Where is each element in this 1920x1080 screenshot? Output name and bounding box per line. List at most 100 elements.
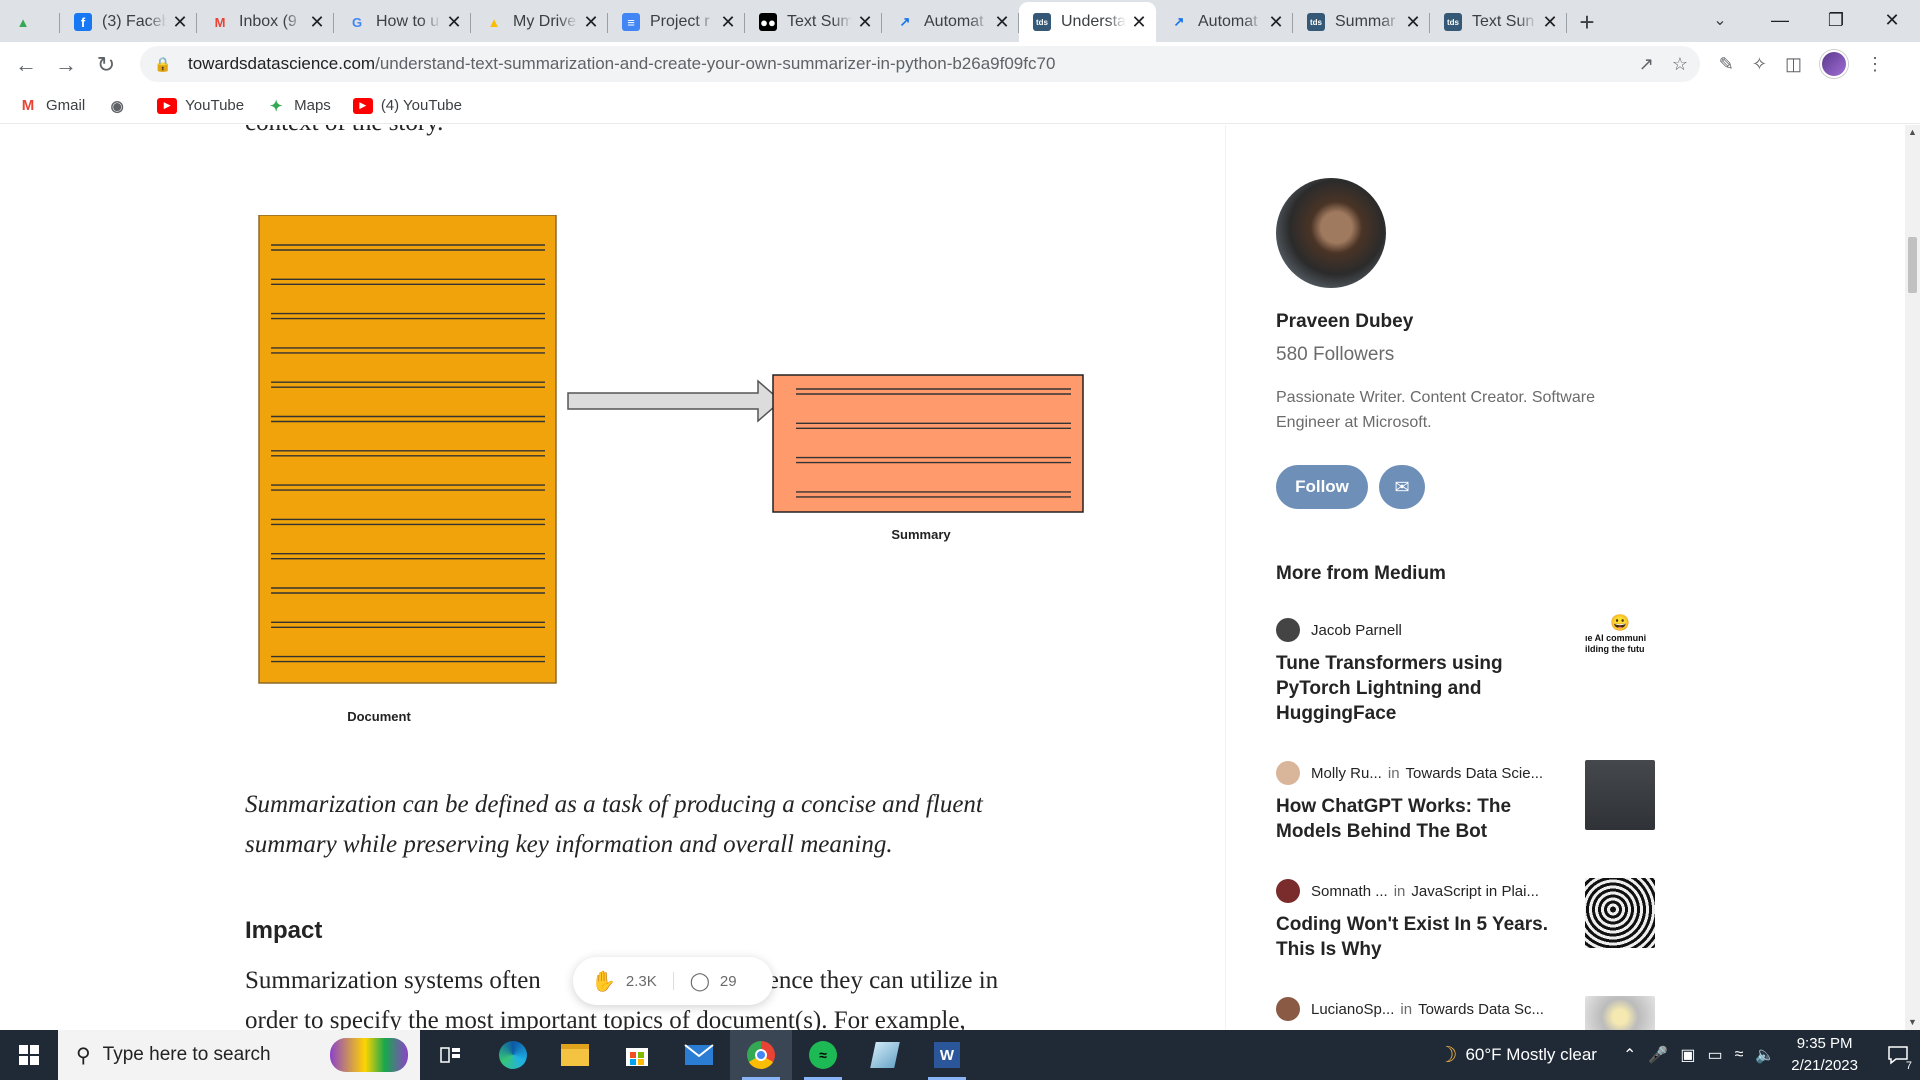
tab-title: Inbox (9 [239,13,297,30]
address-bar[interactable]: 🔒 towardsdatascience.com/understand-text… [140,46,1700,82]
bookmark-star-icon[interactable]: ☆ [1671,53,1688,74]
close-tab-icon[interactable]: ✕ [172,11,188,32]
notes-app-icon[interactable] [854,1030,916,1080]
browser-tab[interactable]: tds Summar ✕ [1293,4,1430,40]
back-icon[interactable]: ← [15,52,37,77]
restore-icon[interactable]: ❐ [1827,9,1845,30]
word-icon[interactable]: W [916,1030,978,1080]
scrollbar[interactable]: ▲ ▼ [1905,125,1920,1030]
close-tab-icon[interactable]: ✕ [1542,11,1558,32]
recommendation-card[interactable]: LucianoSp... in Towards Data Sc... [1276,996,1686,1030]
browser-tab[interactable]: f (3) Faceb ✕ [60,4,197,40]
rec-publication[interactable]: Towards Data Sc... [1418,1000,1544,1018]
close-tab-icon[interactable]: ✕ [857,11,873,32]
rec-author[interactable]: LucianoSp... [1311,1000,1395,1018]
chrome-icon[interactable] [730,1030,792,1080]
rec-thumbnail[interactable] [1585,878,1655,948]
microphone-icon[interactable]: 🎤 [1648,1047,1669,1064]
close-window-icon[interactable]: ✕ [1884,9,1900,30]
scroll-down-icon[interactable]: ▼ [1908,1017,1917,1027]
browser-tab[interactable]: M Inbox (9 ✕ [197,4,334,40]
rec-thumbnail[interactable] [1585,996,1655,1030]
rec-thumbnail[interactable]: 😀ıe AI communi ilding the futu [1585,613,1655,683]
menu-kebab-icon[interactable]: ⋮ [1866,53,1884,74]
scroll-up-icon[interactable]: ▲ [1908,127,1917,137]
close-tab-icon[interactable]: ✕ [583,11,599,32]
wifi-icon[interactable]: ≈ [1734,1046,1744,1063]
taskbar-search[interactable]: ⚲ Type here to search [58,1030,420,1080]
lock-icon[interactable]: 🔒 [154,55,172,72]
bookmark-item[interactable]: ▶ (4) YouTube [352,97,462,114]
spotify-icon[interactable]: ≈ [792,1030,854,1080]
google-docs-icon: ≡ [622,13,640,31]
document-block [258,215,557,684]
side-panel-icon[interactable]: ◫ [1784,53,1802,74]
rec-publication[interactable]: Towards Data Scie... [1405,764,1544,782]
bookmark-label: Gmail [46,97,86,114]
forward-icon[interactable]: → [55,52,77,77]
browser-tab[interactable]: tds Understa ✕ [1019,2,1156,42]
mail-icon[interactable] [668,1030,730,1080]
rec-author[interactable]: Jacob Parnell [1311,621,1402,639]
store-icon[interactable] [606,1030,668,1080]
comment-icon[interactable]: ◯ [689,970,710,991]
share-icon[interactable]: ↗ [1638,53,1654,74]
follow-button[interactable]: Follow [1276,465,1368,509]
bookmark-item[interactable]: ▶ YouTube [157,97,244,114]
browser-tab[interactable]: tds Text Sun ✕ [1430,4,1567,40]
author-followers[interactable]: 580 Followers [1276,344,1395,365]
close-tab-icon[interactable]: ✕ [720,11,736,32]
close-tab-icon[interactable]: ✕ [309,11,325,32]
rec-title[interactable]: Tune Transformers using PyTorch Lightnin… [1276,653,1503,724]
rec-title[interactable]: Coding Won't Exist In 5 Years. This Is W… [1276,914,1548,960]
tab-search-icon[interactable]: ⌄ [1713,12,1727,29]
browser-tab[interactable]: ▲ My Drive ✕ [471,4,608,40]
notification-icon[interactable]: 7 [1876,1030,1920,1080]
subscribe-mail-icon[interactable]: ✉ [1379,465,1425,509]
bookmark-item[interactable]: M Gmail [18,97,85,114]
start-button[interactable] [0,1030,58,1080]
close-tab-icon[interactable]: ✕ [994,11,1010,32]
display-icon[interactable]: ▣ [1680,1047,1696,1064]
scrollbar-thumb[interactable] [1908,237,1917,293]
author-name[interactable]: Praveen Dubey [1276,311,1414,332]
edge-icon[interactable] [482,1030,544,1080]
clock[interactable]: 9:35 PM 2/21/2023 [1791,1033,1858,1077]
task-view-icon[interactable] [420,1030,482,1080]
close-tab-icon[interactable]: ✕ [1405,11,1421,32]
weather-widget[interactable]: ☽ 60°F Mostly clear [1438,1042,1597,1068]
rec-publication[interactable]: JavaScript in Plai... [1411,882,1539,900]
recommendation-card[interactable]: Jacob Parnell Tune Transformers using Py… [1276,613,1686,726]
puzzle-icon[interactable]: ✧ [1751,53,1767,74]
author-avatar[interactable] [1276,178,1386,288]
browser-tab[interactable]: G How to u ✕ [334,4,471,40]
battery-icon[interactable]: ▭ [1707,1047,1723,1064]
close-tab-icon[interactable]: ✕ [1268,11,1284,32]
rec-author[interactable]: Somnath ... [1311,882,1388,900]
eyedropper-icon[interactable]: ✎ [1718,53,1734,74]
browser-tab[interactable]: ↗ Automat ✕ [882,4,1019,40]
rec-title[interactable]: How ChatGPT Works: The Models Behind The… [1276,796,1512,842]
new-tab-icon[interactable]: + [1579,6,1595,37]
volume-icon[interactable]: 🔈 [1755,1047,1776,1064]
rec-author[interactable]: Molly Ru... [1311,764,1382,782]
gmail-icon: M [214,14,226,30]
browser-tab[interactable]: ●● Text Sum ✕ [745,4,882,40]
recommendation-card[interactable]: Somnath ... in JavaScript in Plai... Cod… [1276,878,1686,962]
close-tab-icon[interactable]: ✕ [1131,11,1147,32]
reload-icon[interactable]: ↻ [96,52,116,77]
close-tab-icon[interactable]: ✕ [446,11,462,32]
rec-thumbnail[interactable] [1585,760,1655,830]
chevron-up-icon[interactable]: ⌃ [1622,1047,1637,1064]
browser-tab[interactable]: ▲ [0,4,60,40]
browser-tab[interactable]: ↗ Automat ✕ [1156,4,1293,40]
minimize-icon[interactable]: — [1771,9,1789,30]
clap-icon[interactable]: ✋ [591,970,616,993]
profile-avatar[interactable] [1820,50,1848,78]
bookmark-item[interactable]: ✦ Maps [266,97,331,115]
file-explorer-icon[interactable] [544,1030,606,1080]
recommendation-card[interactable]: Molly Ru... in Towards Data Scie... How … [1276,760,1686,844]
bookmark-item[interactable]: ◉ [107,98,135,115]
browser-tab[interactable]: ≡ Project r ✕ [608,4,745,40]
summary-block [772,374,1084,513]
